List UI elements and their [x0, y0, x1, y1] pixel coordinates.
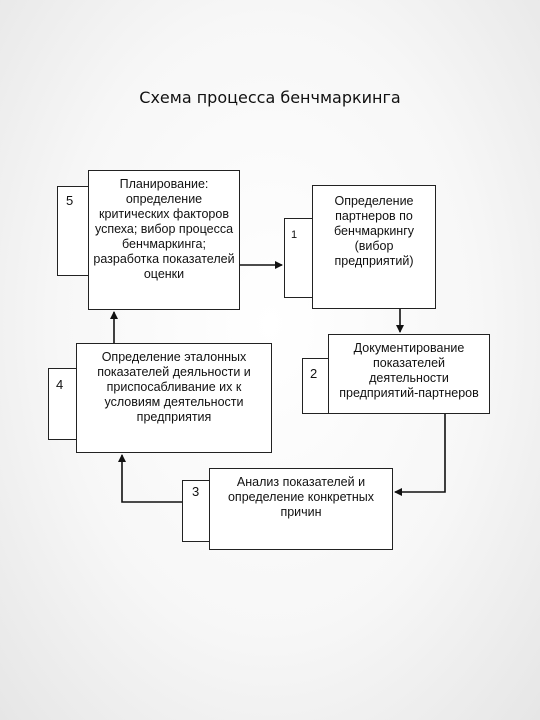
arrow-3-to-4 [118, 454, 182, 503]
step-2-number: 2 [310, 366, 318, 381]
step-5-box: Планирование: определение критических фа… [88, 170, 240, 310]
step-1-box: Определение партнеров по бенчмаркингу (в… [312, 185, 436, 309]
step-4-box: Определение эталонных показателей деяльн… [76, 343, 272, 453]
step-2-box: Документирование показателей деятельност… [328, 334, 490, 414]
arrow-2-to-3 [394, 414, 446, 496]
diagram-title: Схема процесса бенчмаркинга [139, 88, 401, 107]
step-4-text: Определение эталонных показателей деяльн… [97, 350, 251, 424]
step-1-text: Определение партнеров по бенчмаркингу (в… [333, 194, 415, 268]
step-5-number: 5 [66, 193, 74, 208]
step-3-number: 3 [192, 484, 200, 499]
step-4-number: 4 [56, 377, 64, 392]
step-2-text: Документирование показателей деятельност… [339, 341, 479, 400]
step-5-text: Планирование: определение критических фа… [93, 177, 235, 281]
step-3-box: Анализ показателей и определение конкрет… [209, 468, 393, 550]
step-1-number: 1 [291, 229, 298, 241]
step-3-text: Анализ показателей и определение конкрет… [227, 475, 375, 519]
